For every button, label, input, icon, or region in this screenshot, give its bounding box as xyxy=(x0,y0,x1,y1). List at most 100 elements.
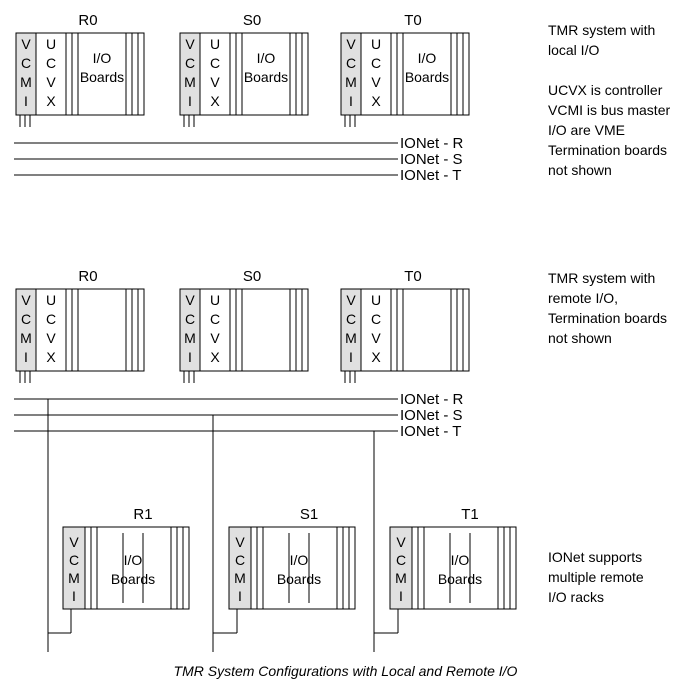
vcmi-letter: C xyxy=(69,552,79,568)
note-local-io: TMR system with local I/O xyxy=(548,20,655,60)
rack-label: T0 xyxy=(404,12,422,29)
io-boards-label: Boards xyxy=(438,571,482,587)
io-boards-label: Boards xyxy=(80,69,124,85)
note-line: remote I/O, xyxy=(548,290,619,306)
io-boards-area xyxy=(390,32,470,116)
vcmi-letter: M xyxy=(20,74,32,90)
vcmi-letter: C xyxy=(235,552,245,568)
ucvx-letter: C xyxy=(210,311,220,327)
rack-label: S0 xyxy=(243,12,261,29)
vcmi-letter: M xyxy=(345,330,357,346)
rack-label: T0 xyxy=(404,268,422,285)
vcmi-letter: C xyxy=(346,55,356,71)
rack-label: S1 xyxy=(300,506,318,523)
ucvx-letter: U xyxy=(371,36,381,52)
ucvx-letter: C xyxy=(371,55,381,71)
note-line: TMR system with xyxy=(548,270,656,286)
note-line: I/O are VME xyxy=(548,122,626,138)
ucvx-letter: X xyxy=(46,349,56,365)
note-line: IONet supports xyxy=(548,549,643,565)
io-boards-area xyxy=(411,526,517,610)
vcmi-letter: V xyxy=(69,534,79,550)
note-line: not shown xyxy=(548,162,612,178)
io-boards-label: Boards xyxy=(244,69,288,85)
ionet-label: IONet - R xyxy=(400,391,464,408)
ucvx-letter: V xyxy=(46,330,56,346)
io-boards-area xyxy=(229,32,309,116)
io-boards-label: I/O xyxy=(257,50,276,66)
io-boards-area xyxy=(229,288,309,372)
ucvx-letter: V xyxy=(210,330,220,346)
ucvx-letter: X xyxy=(210,349,220,365)
vcmi-letter: C xyxy=(185,55,195,71)
io-boards-label: I/O xyxy=(418,50,437,66)
ucvx-letter: V xyxy=(210,74,220,90)
io-boards-area xyxy=(65,288,145,372)
io-boards-label: Boards xyxy=(111,571,155,587)
ucvx-letter: U xyxy=(210,292,220,308)
vcmi-letter: C xyxy=(21,311,31,327)
ucvx-letter: X xyxy=(210,93,220,109)
note-line: not shown xyxy=(548,330,612,346)
ionet-label: IONet - T xyxy=(400,167,461,184)
ionet-label: IONet - S xyxy=(400,151,463,168)
vcmi-letter: V xyxy=(185,36,195,52)
vcmi-letter: I xyxy=(238,588,242,604)
remote-drop-lines xyxy=(47,399,399,652)
ionet-label: IONet - T xyxy=(400,423,461,440)
vcmi-letter: I xyxy=(399,588,403,604)
ucvx-letter: C xyxy=(46,311,56,327)
ucvx-letter: U xyxy=(210,36,220,52)
ucvx-letter: U xyxy=(46,292,56,308)
note-line: Termination boards xyxy=(548,142,668,158)
vcmi-letter: C xyxy=(346,311,356,327)
vcmi-letter: V xyxy=(21,36,31,52)
vcmi-letter: M xyxy=(234,570,246,586)
note-ionet: IONet supports multiple remote I/O racks xyxy=(548,547,644,607)
note-controller: UCVX is controller VCMI is bus master I/… xyxy=(548,80,670,180)
io-boards-label: Boards xyxy=(277,571,321,587)
io-boards-label: I/O xyxy=(124,552,143,568)
vcmi-letter: M xyxy=(184,74,196,90)
vcmi-letter: M xyxy=(20,330,32,346)
vcmi-letter: I xyxy=(349,349,353,365)
vcmi-letter: I xyxy=(188,93,192,109)
vcmi-letter: I xyxy=(349,93,353,109)
ucvx-letter: C xyxy=(371,311,381,327)
io-boards-area xyxy=(390,288,470,372)
io-boards-label: Boards xyxy=(405,69,449,85)
vcmi-letter: V xyxy=(235,534,245,550)
vcmi-letter: M xyxy=(395,570,407,586)
vcmi-letter: M xyxy=(184,330,196,346)
ucvx-letter: C xyxy=(46,55,56,71)
rack-label: R1 xyxy=(133,506,152,523)
note-line: multiple remote xyxy=(548,569,644,585)
vcmi-letter: I xyxy=(24,93,28,109)
vcmi-letter: V xyxy=(346,36,356,52)
note-remote-io: TMR system with remote I/O, Termination … xyxy=(548,268,667,348)
note-line: VCMI is bus master xyxy=(548,102,671,118)
vcmi-letter: I xyxy=(72,588,76,604)
vcmi-letter: C xyxy=(396,552,406,568)
figure-caption: TMR System Configurations with Local and… xyxy=(173,663,518,679)
vcmi-letter: I xyxy=(24,349,28,365)
vcmi-letter: M xyxy=(345,74,357,90)
vcmi-letter: V xyxy=(346,292,356,308)
note-line: local I/O xyxy=(548,42,600,58)
io-boards-area xyxy=(250,526,356,610)
io-boards-label: I/O xyxy=(290,552,309,568)
ucvx-module xyxy=(199,32,231,116)
io-boards-label: I/O xyxy=(93,50,112,66)
note-line: I/O racks xyxy=(548,589,605,605)
ucvx-letter: U xyxy=(371,292,381,308)
